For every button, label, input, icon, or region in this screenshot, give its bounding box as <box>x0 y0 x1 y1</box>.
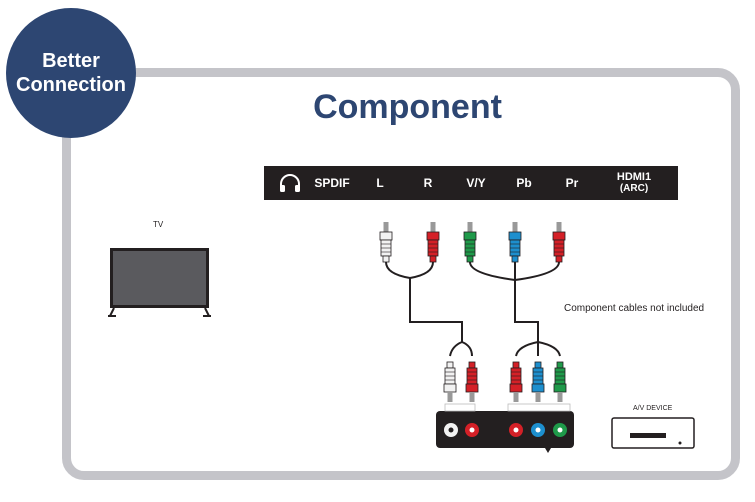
port-label-r: R <box>423 176 433 190</box>
port-label-spdif: SPDIF <box>314 176 350 190</box>
top-plug-r <box>426 221 440 263</box>
headphone-icon <box>280 174 300 192</box>
badge-line-2: Connection <box>16 74 126 96</box>
cables <box>385 261 561 357</box>
bottom-plug-blue <box>531 361 545 403</box>
bottom-plug-red-2 <box>509 361 523 403</box>
top-plug-pb <box>508 221 522 263</box>
page-title: Component <box>313 88 502 126</box>
cables-note: Component cables not included <box>564 303 705 314</box>
bottom-plug-white <box>443 361 457 403</box>
bottom-plug-red <box>465 361 479 403</box>
tv-label: TV <box>153 220 164 229</box>
better-connection-badge: Better Connection <box>6 8 136 138</box>
top-plug-vy <box>463 221 477 263</box>
hdmi-label: HDMI1 <box>616 171 652 183</box>
av-jack-panel <box>436 403 574 453</box>
tv-illustration <box>108 248 211 317</box>
arc-label: (ARC) <box>619 183 649 194</box>
top-plug-l <box>379 221 393 263</box>
badge-line-1: Better <box>42 50 100 72</box>
port-label-vy: V/Y <box>466 176 486 190</box>
device-label: A/V DEVICE <box>633 405 673 412</box>
av-device-illustration <box>611 417 695 449</box>
port-label-l: L <box>376 176 384 190</box>
tv-port-bar: SPDIF L R V/Y Pb Pr HDMI1 (ARC) <box>264 166 678 200</box>
bottom-plug-green <box>553 361 567 403</box>
port-label-pr: Pr <box>565 176 579 190</box>
top-plug-pr <box>552 221 566 263</box>
port-label-hdmi: HDMI1 (ARC) <box>617 166 651 200</box>
port-label-pb: Pb <box>516 176 532 190</box>
